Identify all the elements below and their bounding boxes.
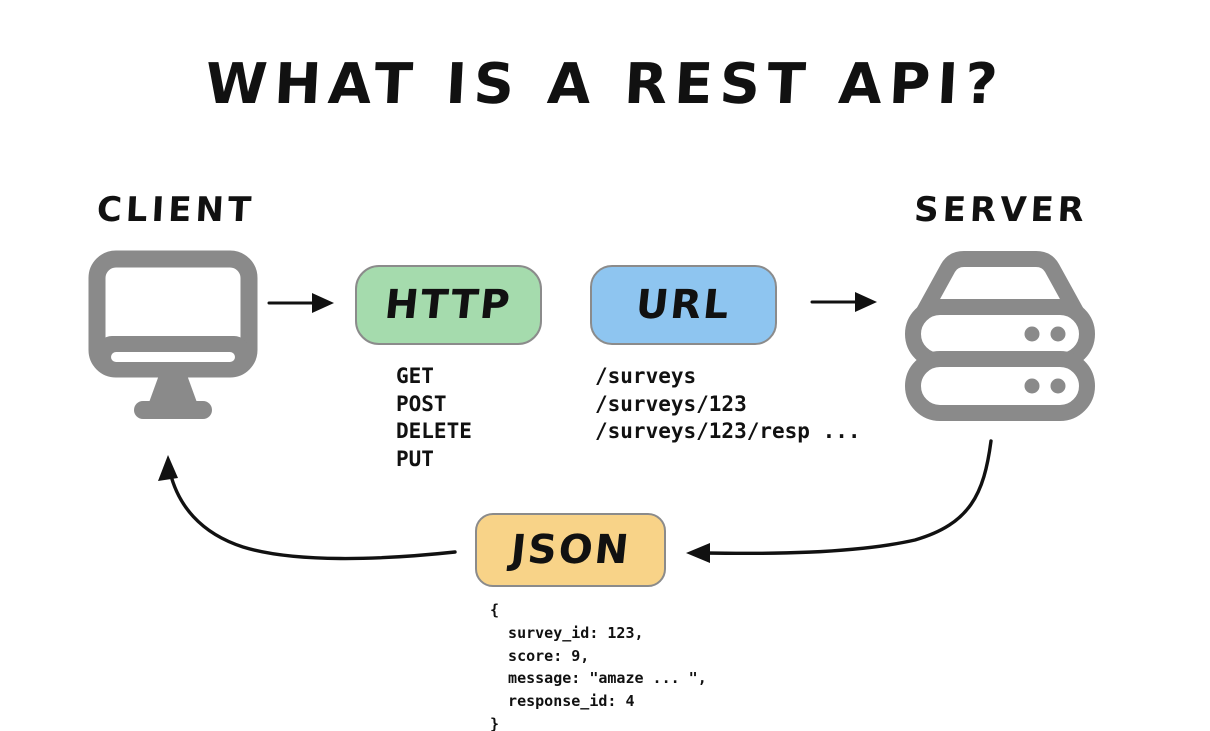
json-box: JSON bbox=[475, 513, 666, 587]
url-box-label: URL bbox=[633, 282, 734, 328]
json-box-label: JSON bbox=[508, 527, 633, 573]
http-methods-list: GET POST DELETE PUT bbox=[396, 363, 472, 473]
server-stack-icon bbox=[905, 251, 1095, 421]
monitor-icon bbox=[88, 250, 258, 419]
json-payload: { survey_id: 123, score: 9, message: "am… bbox=[490, 601, 707, 731]
http-method: PUT bbox=[396, 446, 434, 471]
arrow-server-to-json bbox=[686, 439, 993, 563]
url-box: URL bbox=[590, 265, 777, 345]
url-path: /surveys/123 bbox=[595, 391, 747, 416]
client-label: CLIENT bbox=[95, 190, 257, 230]
http-box: HTTP bbox=[355, 265, 542, 345]
http-method: GET bbox=[396, 364, 434, 388]
arrow-url-to-server bbox=[810, 292, 877, 312]
url-path: /surveys/123/resp ... bbox=[595, 419, 861, 443]
server-label: SERVER bbox=[913, 190, 1089, 230]
http-method: DELETE bbox=[396, 419, 472, 443]
arrow-client-to-http bbox=[267, 293, 334, 313]
page-title: WHAT IS A REST API? bbox=[203, 52, 1007, 117]
http-box-label: HTTP bbox=[382, 282, 515, 328]
url-paths-list: /surveys /surveys/123 /surveys/123/resp … bbox=[595, 363, 861, 446]
url-path: /surveys bbox=[595, 364, 697, 388]
http-method: POST bbox=[396, 391, 447, 416]
